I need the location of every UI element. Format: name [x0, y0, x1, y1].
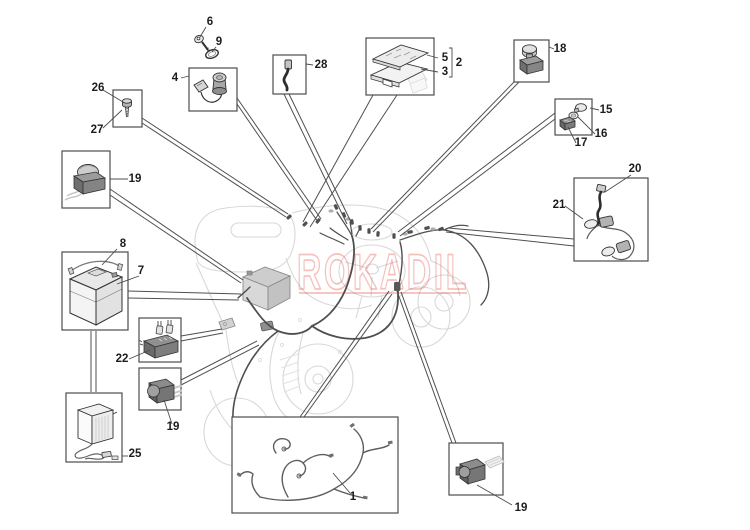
watermark-text: ROKADIL	[297, 244, 469, 300]
pushbutton-illustration	[519, 44, 544, 75]
charger-illustration	[74, 403, 119, 460]
callout-fuse-holder	[138, 317, 182, 363]
bulb-kit-illustration	[559, 103, 587, 131]
battery-illustration	[67, 260, 124, 326]
ignition-switch-illustration	[193, 72, 227, 103]
part-number-16: 16	[595, 128, 608, 140]
callout-dashboard-panel	[365, 37, 435, 96]
steering-wheel-ghost	[338, 244, 406, 298]
part-number-9: 9	[216, 36, 222, 48]
charger-cable	[74, 443, 105, 460]
group-bracket-2	[449, 47, 453, 78]
grille-hatch-ghost	[279, 353, 301, 393]
bolt-illustration	[122, 98, 132, 118]
relay-illustration	[147, 378, 183, 404]
part-number-6: 6	[207, 16, 213, 28]
part-number-18: 18	[554, 43, 567, 55]
dashboard-panel-illustration	[369, 44, 430, 94]
callout-seat-switch	[61, 150, 111, 209]
part-number-26: 26	[92, 82, 105, 94]
battery-strap	[70, 260, 122, 272]
cable-illustration	[282, 59, 292, 92]
part-number-28: 28	[315, 59, 328, 71]
fuse-icon	[165, 324, 174, 334]
part-number-7: 7	[138, 265, 144, 277]
callout-boxes	[61, 37, 649, 514]
callout-main-harness	[231, 416, 399, 514]
callout-box-1	[231, 416, 399, 514]
part-number-21: 21	[553, 199, 566, 211]
callout-battery	[61, 251, 129, 331]
watermark-group: ROKADIL	[296, 243, 469, 301]
callout-battery-charger	[65, 392, 123, 463]
part-number-19-seat: 19	[129, 173, 142, 185]
panel-markings	[385, 48, 417, 60]
part-number-5: 5	[442, 52, 449, 64]
callout-bolt	[112, 89, 143, 128]
key-ring-icon	[205, 48, 219, 60]
key-and-ring-illustration	[194, 34, 219, 60]
mounting-bracket-ghost	[218, 317, 236, 331]
fuse-holder-illustration	[138, 320, 180, 359]
callout-relay-2	[448, 442, 505, 496]
tractor-harness	[218, 204, 490, 429]
part-number-2: 2	[456, 57, 462, 69]
part-number-19-relay: 19	[167, 421, 180, 433]
seat-handle-ghost	[230, 222, 282, 238]
headlight-harness-illustration	[584, 183, 635, 261]
callout-headlight-harness	[573, 177, 649, 262]
harness-plug-ends	[236, 422, 393, 500]
callout-pushbutton-switch	[513, 39, 550, 83]
part-number-4: 4	[172, 72, 179, 84]
part-number-25: 25	[129, 448, 142, 460]
part-number-17: 17	[575, 137, 588, 149]
callout-relay	[138, 367, 183, 411]
relay-2-illustration	[455, 455, 505, 485]
part-labels: 6 9 4 26 27 28 5 2 3 18 15 16 17 20 21 1…	[91, 16, 642, 514]
part-number-22: 22	[116, 353, 129, 365]
main-harness-illustration	[236, 422, 393, 501]
part-number-27: 27	[91, 124, 104, 136]
harness-connectors	[286, 204, 444, 291]
part-number-3: 3	[442, 66, 448, 78]
battery-terminal	[111, 272, 118, 278]
part-number-8: 8	[120, 238, 127, 250]
fuse-icon	[155, 325, 164, 335]
callout-battery-cable	[272, 54, 307, 95]
rear-wheel-ghost	[417, 274, 471, 330]
callout-bulb-kit	[554, 98, 593, 136]
installed-relay-ghost	[260, 320, 274, 332]
part-number-19-relay-2: 19	[515, 502, 528, 514]
part-number-15: 15	[600, 104, 613, 116]
callout-ignition-switch	[188, 67, 238, 112]
front-wheel-ghost	[282, 343, 354, 415]
leader-lines	[90, 80, 575, 444]
part-number-1: 1	[350, 491, 357, 503]
seat-switch-illustration	[64, 164, 107, 201]
part-number-20: 20	[629, 163, 642, 175]
